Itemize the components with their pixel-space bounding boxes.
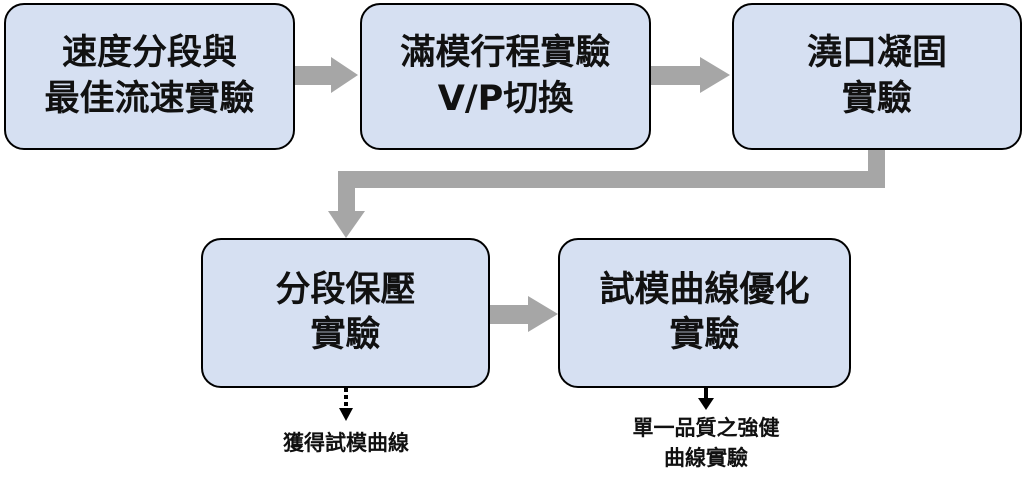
step-box-1: 速度分段與 最佳流速實驗: [4, 3, 295, 150]
step-box-3: 澆口凝固 實驗: [732, 3, 1022, 150]
note-1: 獲得試模曲線: [236, 428, 456, 458]
note-2: 單一品質之強健 曲線實驗: [596, 413, 816, 474]
step-4-line-2: 實驗: [310, 315, 381, 355]
step-5-line-2: 實驗: [669, 315, 740, 355]
step-box-2: 滿模行程實驗 V/P切換: [360, 3, 651, 150]
arrow-step4-to-step5: [490, 296, 558, 332]
arrow-step2-to-step3: [651, 57, 730, 93]
note-2-line-2: 曲線實驗: [664, 446, 748, 471]
note-2-line-1: 單一品質之強健: [632, 416, 780, 440]
step-1-line-1: 速度分段與: [61, 33, 237, 73]
note-1-line-1: 獲得試模曲線: [283, 431, 409, 455]
step-2-line-2: V/P切換: [437, 78, 574, 119]
arrow-step1-to-step2: [295, 57, 358, 93]
step-5-line-1: 試模曲線優化: [599, 269, 810, 310]
dashed-arrow-to-note-1: [339, 388, 353, 421]
arrow-to-note-2: [698, 387, 714, 410]
step-2-line-1: 滿模行程實驗: [400, 33, 611, 73]
step-1-line-2: 最佳流速實驗: [44, 78, 255, 119]
step-4-line-1: 分段保壓: [275, 269, 416, 310]
step-3-line-1: 澆口凝固: [806, 33, 947, 73]
step-3-line-2: 實驗: [841, 78, 912, 119]
step-box-5: 試模曲線優化 實驗: [558, 238, 851, 388]
step-box-4: 分段保壓 實驗: [201, 238, 490, 388]
arrow-step3-to-step4: [328, 150, 885, 238]
